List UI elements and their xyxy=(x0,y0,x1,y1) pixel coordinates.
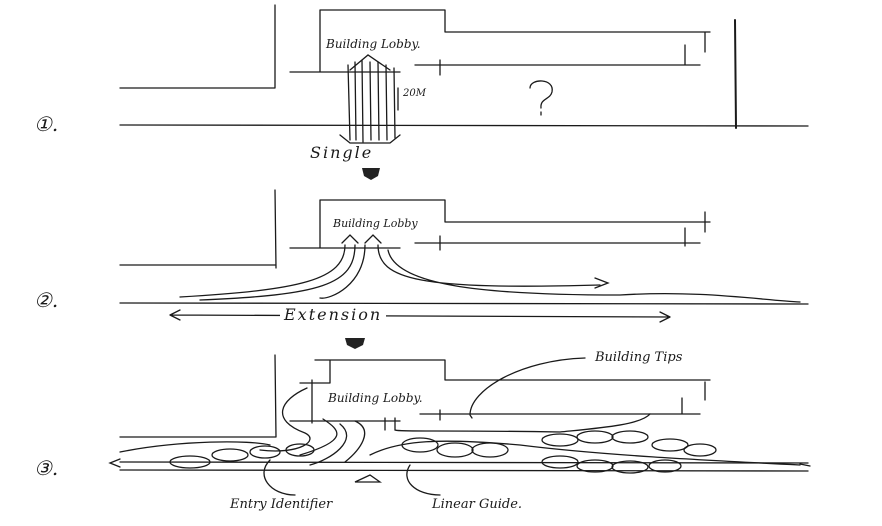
linear-guide-label: Linear Guide. xyxy=(432,497,523,512)
panel-2-drawing xyxy=(119,189,809,349)
entry-identifier-label: Entry Identifier xyxy=(230,497,333,512)
extension-label: Extension xyxy=(280,305,387,324)
panel-3-lobby-label: Building Lobby. xyxy=(328,391,423,405)
panel-3-number: ③. xyxy=(34,456,59,480)
panel-3-drawing xyxy=(108,354,811,496)
panel-1-number: ①. xyxy=(34,112,59,136)
panel-2-lobby-label: Building Lobby xyxy=(333,217,418,230)
single-label: Single xyxy=(310,143,374,162)
dimension-label: 20M xyxy=(403,88,426,99)
building-tips-label: Building Tips xyxy=(595,350,683,365)
tree-clusters xyxy=(169,430,717,474)
panel-1-lobby-label: Building Lobby. xyxy=(326,37,421,51)
panel-2-number: ②. xyxy=(34,288,59,312)
panel-1-drawing xyxy=(119,4,809,180)
